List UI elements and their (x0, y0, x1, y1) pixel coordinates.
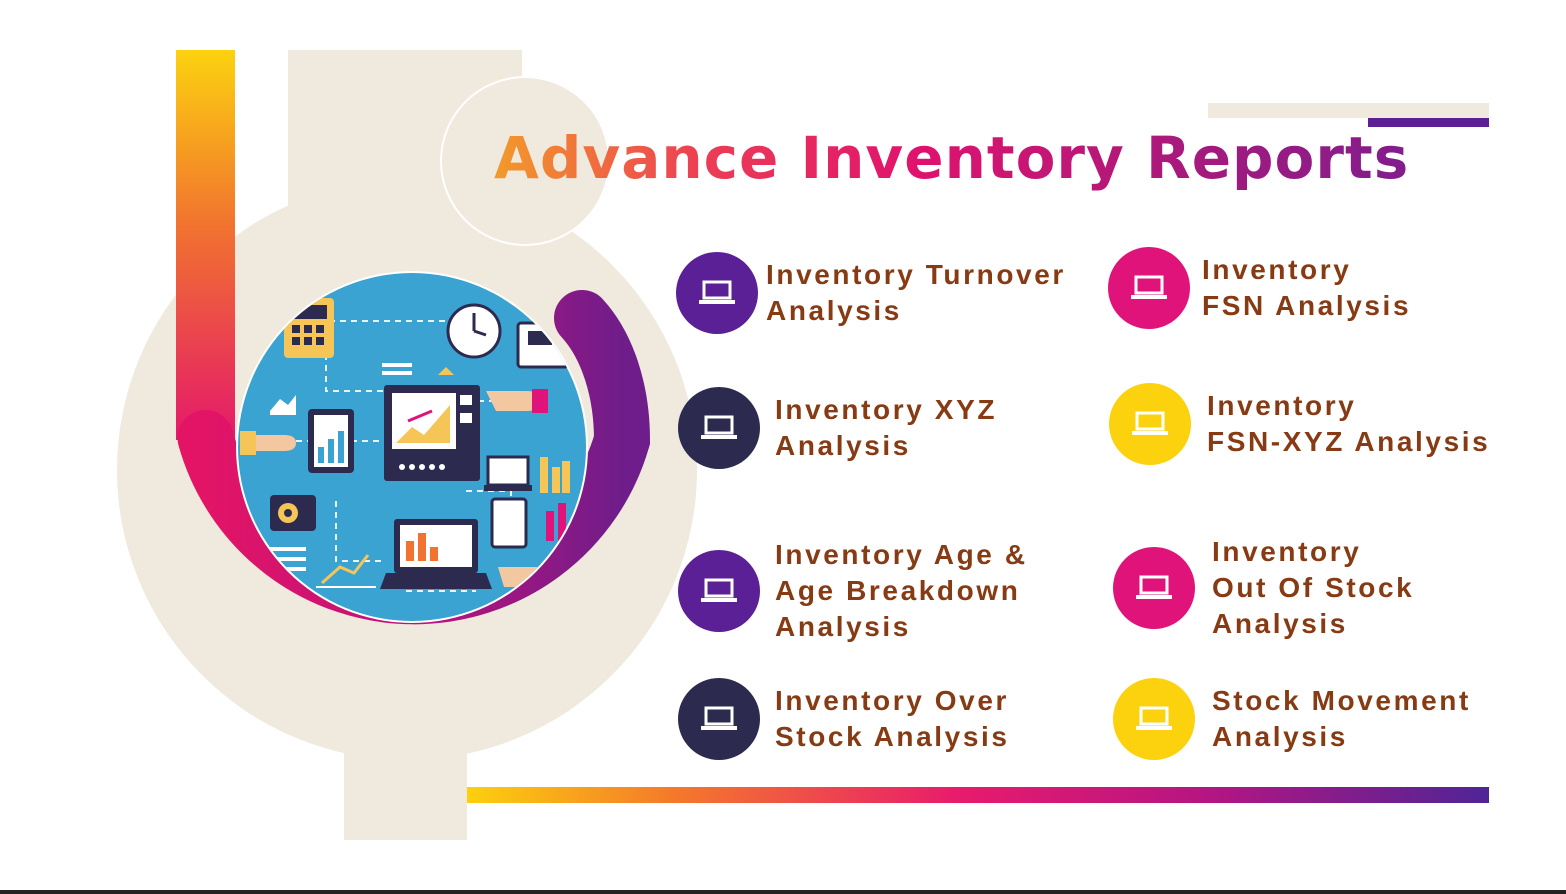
laptop-icon (1109, 383, 1191, 465)
report-stock-movement: Stock Movement Analysis (1113, 678, 1471, 760)
laptop-icon (1113, 678, 1195, 760)
report-label: Inventory Out Of Stock Analysis (1212, 536, 1415, 639)
report-label: Inventory Turnover Analysis (766, 259, 1066, 326)
laptop-icon (1113, 547, 1195, 629)
beige-small-circle (440, 76, 610, 246)
report-label: Inventory FSN Analysis (1202, 254, 1412, 321)
laptop-icon (678, 550, 760, 632)
report-label: Inventory Over Stock Analysis (775, 685, 1010, 752)
report-inventory-over-stock: Inventory Over Stock Analysis (678, 678, 1010, 760)
report-label: Inventory Age & Age Breakdown Analysis (775, 539, 1028, 642)
bottom-gradient-bar (467, 787, 1489, 803)
clock-icon (446, 303, 502, 359)
laptop-icon (678, 387, 760, 469)
report-label: Stock Movement Analysis (1212, 685, 1471, 752)
report-label: Inventory XYZ Analysis (775, 394, 998, 461)
laptop-icon (678, 678, 760, 760)
laptop-icon (676, 252, 758, 334)
top-right-beige-bar (1208, 103, 1489, 118)
report-inventory-turnover: Inventory Turnover Analysis (676, 252, 1066, 334)
top-right-purple-bar (1368, 118, 1489, 127)
report-label: Inventory FSN-XYZ Analysis (1207, 390, 1491, 457)
report-inventory-fsn-xyz: Inventory FSN-XYZ Analysis (1109, 383, 1490, 465)
bottom-border-line (0, 890, 1566, 894)
report-inventory-age: Inventory Age & Age Breakdown Analysis (678, 537, 1028, 645)
page-title: Advance Inventory Reports (494, 118, 1434, 198)
report-inventory-xyz: Inventory XYZ Analysis (678, 387, 997, 469)
report-inventory-out-of-stock: Inventory Out Of Stock Analysis (1113, 534, 1414, 642)
laptop-icon (1108, 247, 1190, 329)
inventory-illustration (236, 271, 588, 623)
report-inventory-fsn: Inventory FSN Analysis (1108, 247, 1411, 329)
